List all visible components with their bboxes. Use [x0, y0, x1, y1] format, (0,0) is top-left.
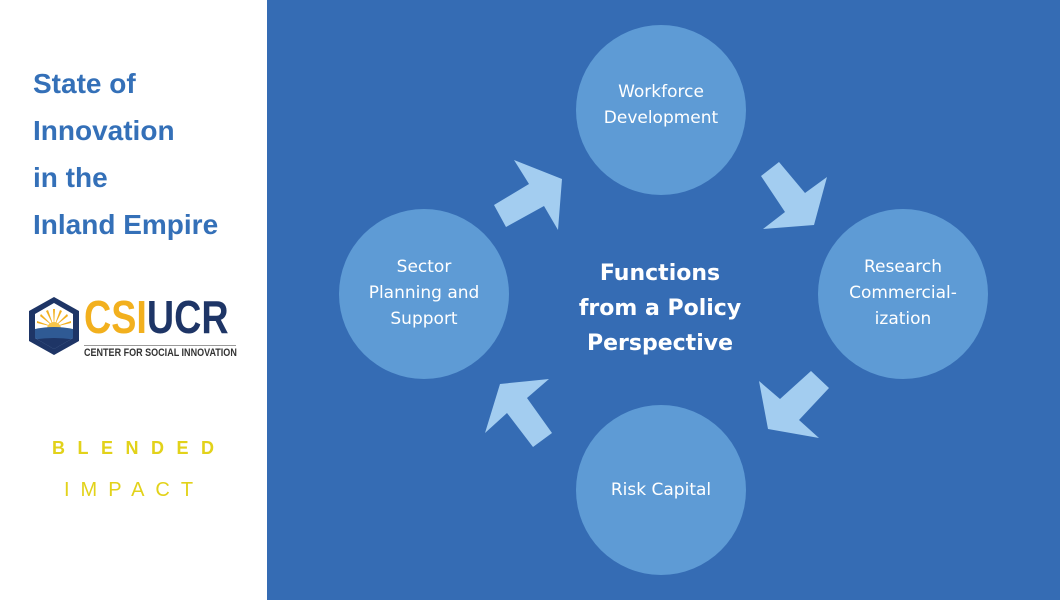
node-label-risk-capital: Risk Capital: [576, 477, 746, 503]
node-label-line: Risk Capital: [610, 480, 712, 500]
logo-wordmark: CSIUCR: [84, 292, 229, 342]
node-label-sector-planning-and-support: Sector Planning and Support: [339, 254, 509, 332]
diagram-center-title: Functions from a Policy Perspective: [560, 256, 760, 361]
report-title-line: in the: [33, 162, 108, 193]
node-label-line: Commercial-: [849, 283, 957, 303]
node-label-line: Development: [603, 108, 719, 128]
report-title-line: Innovation: [33, 115, 175, 146]
node-label-line: Sector: [396, 257, 452, 277]
node-label-line: Support: [390, 309, 458, 329]
node-research-commercialization: [818, 209, 988, 379]
report-title-line: State of: [33, 68, 136, 99]
sunrise-hexagon-icon: [29, 297, 79, 355]
logo-wordmark-ucr: UCR: [146, 291, 229, 343]
report-title-line: Inland Empire: [33, 209, 219, 240]
csiucr-logo: CSIUCR CENTER FOR SOCIAL INNOVATION: [26, 292, 246, 366]
node-label-line: Research: [864, 257, 942, 277]
left-panel: State of Innovation in the Inland Empire: [0, 0, 267, 600]
center-title-line: Perspective: [586, 331, 734, 356]
node-label-research-commercialization: Research Commercial- ization: [818, 254, 988, 332]
node-label-line: Workforce: [618, 82, 704, 102]
logo-divider: [84, 345, 236, 346]
center-title-line: from a Policy: [578, 296, 742, 321]
node-risk-capital: [576, 405, 746, 575]
flow-arrow-sector-to-workforce-icon: [494, 160, 562, 230]
flow-arrow-research-to-risk-icon: [759, 371, 829, 438]
node-sector-planning-and-support: [339, 209, 509, 379]
logo-subtitle: CENTER FOR SOCIAL INNOVATION: [84, 347, 237, 359]
logo-wordmark-csi: CSI: [84, 291, 147, 343]
partner-logo-line2: IMPACT: [64, 479, 205, 501]
partner-logo-line1: BLENDED: [52, 438, 227, 458]
node-workforce-development: [576, 25, 746, 195]
center-title-line: Functions: [599, 261, 721, 286]
node-label-line: ization: [874, 309, 932, 329]
node-label-line: Planning and: [368, 283, 480, 303]
node-label-workforce-development: Workforce Development: [576, 79, 746, 131]
flow-arrow-risk-to-sector-icon: [485, 379, 552, 447]
flow-arrow-workforce-to-research-icon: [761, 162, 827, 229]
report-title: State of Innovation in the Inland Empire: [33, 60, 218, 248]
